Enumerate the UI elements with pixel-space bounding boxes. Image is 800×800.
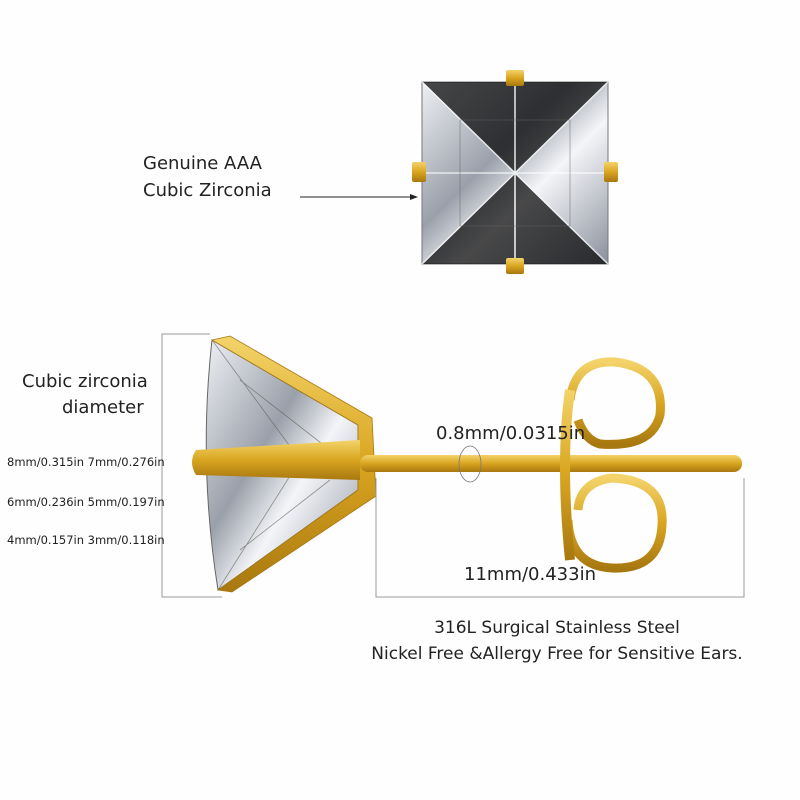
diameter-bracket (161, 333, 222, 598)
side-label-line2: diameter (62, 397, 144, 418)
length-bracket (375, 478, 745, 598)
pin-length: 11mm/0.433in (464, 564, 596, 585)
square-stone (412, 70, 618, 274)
side-label-line1: Cubic zirconia (22, 371, 148, 392)
material-line2: Nickel Free &Allergy Free for Sensitive … (371, 644, 743, 664)
size-option: 6mm/0.236in 5mm/0.197in (7, 495, 165, 509)
material-line1: 316L Surgical Stainless Steel (434, 618, 680, 638)
thickness-marker (458, 445, 482, 483)
butterfly-back (560, 357, 667, 573)
top-label-line1: Genuine AAA (143, 153, 262, 174)
side-stone (192, 335, 377, 593)
top-label-line2: Cubic Zirconia (143, 180, 272, 201)
pin (360, 455, 742, 472)
size-option: 8mm/0.315in 7mm/0.276in (7, 455, 165, 469)
size-option: 4mm/0.157in 3mm/0.118in (7, 533, 165, 547)
pin-thickness: 0.8mm/0.0315in (436, 423, 586, 444)
